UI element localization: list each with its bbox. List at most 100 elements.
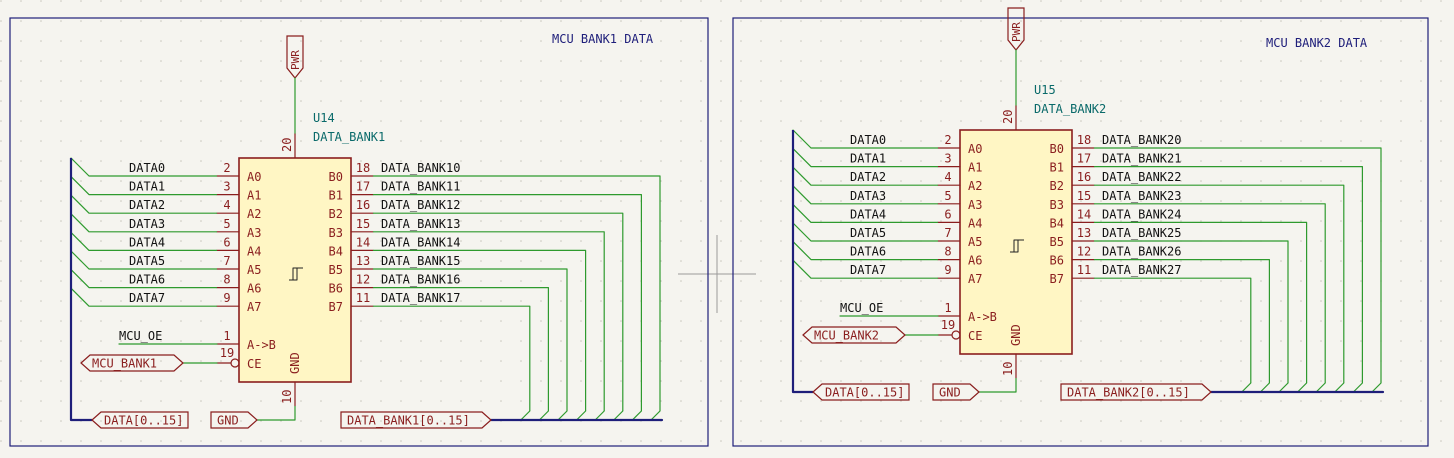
b-net-wire	[373, 212, 624, 411]
b-pin-label: B4	[1050, 216, 1064, 230]
bus-entry	[538, 410, 550, 421]
b-net-wire	[1094, 221, 1308, 383]
b-net-wire	[373, 194, 643, 411]
b-net-label: DATA_BANK26	[1102, 245, 1181, 259]
bus-in-port-icon	[91, 411, 189, 429]
a-pin-label: A2	[968, 179, 982, 193]
vcc-pin-number: 20	[280, 138, 294, 152]
a-net-wire	[79, 259, 217, 270]
b-net-wire	[1094, 184, 1345, 383]
sheet-title: MCU BANK1 DATA	[552, 32, 654, 46]
gnd-pin-label: GND	[288, 352, 302, 374]
ce-pin-label: CE	[968, 329, 982, 343]
b-net-label: DATA_BANK20	[1102, 133, 1181, 147]
bus-out-port-icon	[1060, 383, 1212, 401]
a-pin-label: A6	[247, 282, 261, 296]
b-pin-label: B5	[329, 263, 343, 277]
gnd-pin-number: 10	[1001, 362, 1015, 376]
a-pin-number: 7	[944, 226, 951, 240]
bus-out-port: DATA_BANK1[0..15]	[347, 414, 470, 428]
b-pin-number: 12	[1077, 245, 1091, 259]
a-net-label: DATA6	[850, 245, 886, 259]
a-pin-label: A0	[247, 170, 261, 184]
bus-in-port: DATA[0..15]	[825, 386, 904, 400]
ce-port: MCU_BANK2	[814, 329, 879, 343]
b-pin-label: B2	[329, 207, 343, 221]
gnd-port-icon	[210, 411, 258, 429]
a-net-label: DATA0	[850, 133, 886, 147]
bus-entry	[1334, 382, 1345, 393]
b-pin-label: B5	[1050, 235, 1064, 249]
a-net-label: DATA5	[850, 226, 886, 240]
a-pin-label: A1	[968, 161, 982, 175]
a-pin-number: 4	[223, 198, 230, 212]
b-pin-number: 16	[1077, 170, 1091, 184]
a-pin-label: A7	[247, 300, 261, 314]
a-pin-number: 3	[944, 152, 951, 166]
b-pin-number: 17	[1077, 152, 1091, 166]
dir-pin-number: 1	[944, 301, 951, 315]
pwr-port-label: PWR	[289, 50, 302, 70]
b-net-wire	[373, 175, 661, 411]
a-net-wire	[801, 250, 938, 261]
b-net-label: DATA_BANK13	[381, 217, 460, 231]
b-pin-label: B6	[329, 282, 343, 296]
bus-out-port-icon	[340, 411, 492, 429]
b-net-wire	[1094, 166, 1364, 383]
a-pin-number: 3	[223, 180, 230, 194]
b-net-wire	[373, 268, 568, 411]
bus-entry	[792, 203, 803, 214]
a-pin-label: A6	[968, 254, 982, 268]
b-pin-label: B2	[1050, 179, 1064, 193]
input-bus	[69, 158, 92, 422]
a-pin-label: A1	[247, 189, 261, 203]
a-net-label: DATA1	[129, 180, 165, 194]
b-pin-label: B6	[1050, 254, 1064, 268]
bus-entry	[1241, 382, 1252, 393]
gnd-wire	[979, 378, 1017, 393]
ce-pin-number: 19	[941, 318, 955, 332]
bus-entry	[70, 213, 81, 224]
a-net-label: DATA2	[129, 198, 165, 212]
ic-body	[238, 157, 352, 383]
bus-entry	[520, 410, 531, 421]
b-pin-label: B3	[1050, 198, 1064, 212]
a-pin-number: 8	[944, 245, 951, 259]
dir-pin-number: 1	[223, 329, 230, 343]
dir-net-label: MCU_OE	[840, 301, 883, 315]
b-net-label: DATA_BANK27	[1102, 263, 1181, 277]
bus-entry	[1352, 382, 1364, 393]
b-net-label: DATA_BANK16	[381, 273, 460, 287]
bus-entry	[792, 148, 803, 159]
bus-entry	[70, 194, 81, 205]
a-pin-number: 5	[944, 189, 951, 203]
schmitt-trigger-icon	[292, 267, 303, 280]
b-pin-number: 18	[1077, 133, 1091, 147]
a-pin-number: 4	[944, 170, 951, 184]
a-pin-label: A0	[968, 142, 982, 156]
sheet-frame	[732, 17, 1429, 447]
a-pin-label: A7	[968, 272, 982, 286]
b-pin-number: 12	[356, 273, 370, 287]
ce-port-icon	[80, 354, 184, 372]
a-net-label: DATA5	[129, 254, 165, 268]
b-net-wire	[1094, 147, 1382, 383]
a-net-wire	[801, 268, 938, 279]
a-pin-number: 2	[944, 133, 951, 147]
a-pin-number: 9	[944, 263, 951, 277]
bus-entry	[70, 250, 81, 261]
gnd-pin-label: GND	[1009, 324, 1023, 346]
a-net-wire	[801, 175, 938, 186]
a-net-wire	[79, 185, 217, 196]
pwr-port-icon	[286, 35, 304, 79]
bus-entry	[1259, 382, 1271, 393]
vcc-pin-number: 20	[1001, 110, 1015, 124]
bus-entry	[70, 269, 81, 280]
b-pin-number: 13	[1077, 226, 1091, 240]
b-net-wire	[373, 287, 550, 411]
a-net-wire	[79, 166, 217, 177]
bus-entry	[792, 185, 803, 196]
a-pin-number: 8	[223, 273, 230, 287]
pwr-port-icon	[1007, 7, 1025, 51]
